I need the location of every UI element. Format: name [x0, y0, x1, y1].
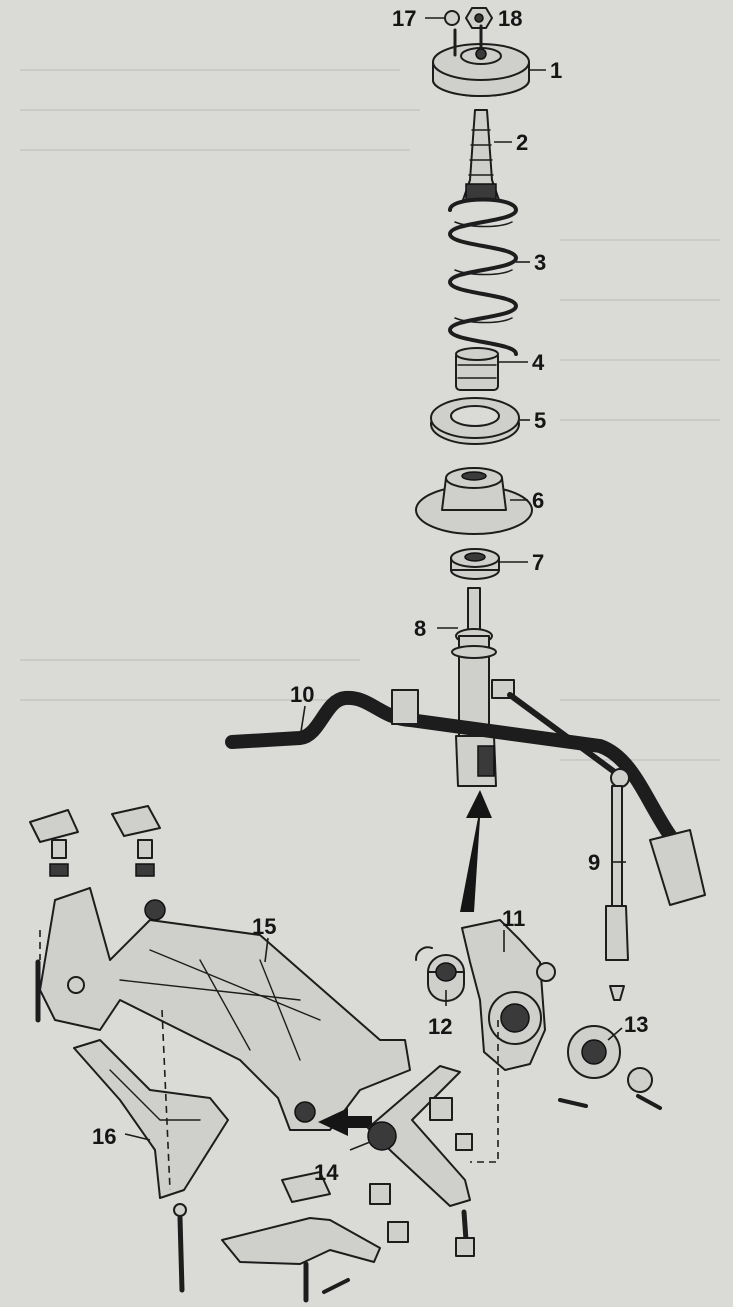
- callout-10: 10: [290, 682, 314, 707]
- callout-11: 11: [502, 906, 525, 931]
- spring-plate-6: [415, 467, 533, 535]
- top-mount-1: [432, 24, 546, 97]
- callout-labels: 17 18 1 2 3 4 5 6 7 8 9 10 11 12 13 14 1…: [92, 6, 648, 1185]
- callout-7: 7: [532, 550, 544, 575]
- callout-4: 4: [532, 350, 545, 375]
- bracket-16: [73, 1009, 229, 1293]
- callout-17: 17: [392, 6, 416, 31]
- callout-3: 3: [534, 250, 546, 275]
- callout-8: 8: [414, 616, 426, 641]
- seal-7: [450, 548, 528, 580]
- control-arm-14: [349, 1020, 499, 1257]
- callout-2: 2: [516, 130, 528, 155]
- wheel-hub-13: [558, 1025, 662, 1110]
- callout-18: 18: [498, 6, 522, 31]
- anti-roll-bar-10: [225, 679, 706, 906]
- steering-knuckle-11: [461, 919, 556, 1071]
- assembly-arrow-left: [318, 1108, 372, 1136]
- nut-17: [425, 10, 460, 26]
- bump-rubber-4: [455, 347, 528, 391]
- callout-13: 13: [624, 1012, 648, 1037]
- wheel-bearing-12: [415, 946, 465, 1006]
- bump-stop-2: [462, 109, 512, 201]
- callout-12: 12: [428, 1014, 452, 1039]
- coil-spring-3: [448, 197, 530, 356]
- strut-8: [437, 587, 497, 787]
- lower-wishbone: [221, 1171, 409, 1303]
- callout-14: 14: [314, 1160, 339, 1185]
- spring-seat-5: [430, 397, 530, 445]
- mount-studs-left: [29, 805, 161, 1023]
- callout-16: 16: [92, 1124, 116, 1149]
- callout-6: 6: [532, 488, 544, 513]
- callout-5: 5: [534, 408, 546, 433]
- faint-page-text: [20, 69, 720, 761]
- callout-1: 1: [550, 58, 562, 83]
- assembly-arrow-up: [460, 790, 492, 912]
- callout-15: 15: [252, 914, 276, 939]
- callout-9: 9: [588, 850, 600, 875]
- nut-18: [465, 7, 493, 29]
- drop-link-9: [507, 692, 630, 1001]
